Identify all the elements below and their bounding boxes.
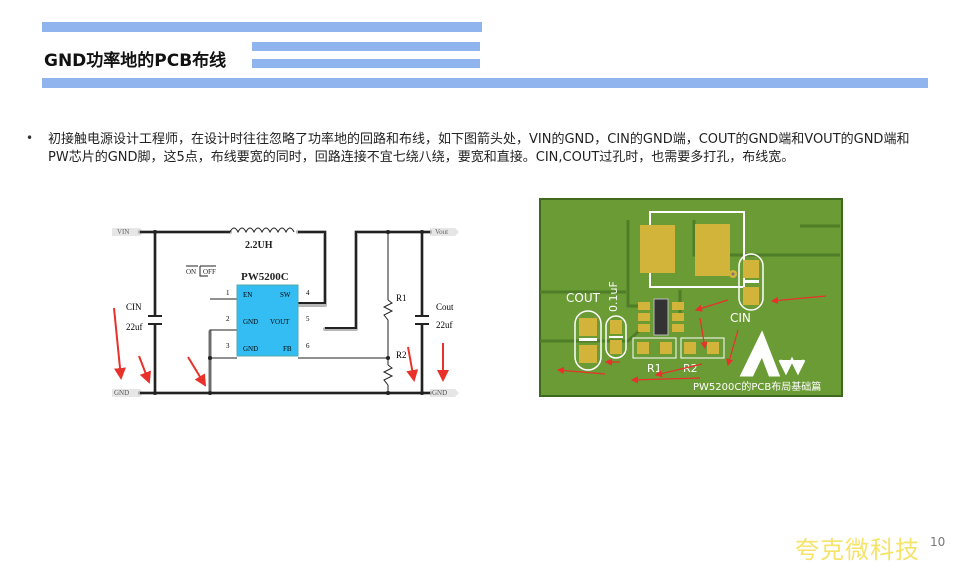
on-label: ON xyxy=(186,268,196,276)
vin-label: VIN xyxy=(117,228,129,236)
pcb-r1-label: R1 xyxy=(647,362,662,375)
pcb-layout-image: COUT 0.1uF CIN R1 R2 PW5200C的PCB布局基础篇 xyxy=(539,198,843,397)
pcb-r2-label: R2 xyxy=(683,362,698,375)
bullet-icon: • xyxy=(26,131,34,145)
pin-name: SW xyxy=(280,291,291,299)
chip-name: PW5200C xyxy=(241,271,289,283)
gnd-left-label: GND xyxy=(114,389,129,397)
pin-name: GND xyxy=(243,345,258,353)
cin-label: CIN xyxy=(126,302,142,312)
cout-label: Cout xyxy=(436,302,454,312)
pin-number: 3 xyxy=(226,342,230,350)
pin-name: FB xyxy=(283,345,292,353)
header-decor-bar xyxy=(42,22,482,32)
pcb-cap-label: 0.1uF xyxy=(607,281,620,312)
cout-value: 22uf xyxy=(436,320,453,330)
vout-label: Vout xyxy=(435,228,448,236)
off-label: OFF xyxy=(203,268,216,276)
chip-body xyxy=(236,284,299,357)
pin-number: 5 xyxy=(306,315,310,323)
pcb-cout-label: COUT xyxy=(566,291,601,305)
pin-number: 6 xyxy=(306,342,310,350)
gnd-right-label: GND xyxy=(432,389,447,397)
r2-label: R2 xyxy=(396,350,407,360)
watermark: 夸克微科技 xyxy=(795,536,920,564)
header-decor-bar xyxy=(252,42,480,51)
vin-port xyxy=(112,228,144,236)
pw-logo xyxy=(739,330,806,377)
pin-number: 2 xyxy=(226,315,230,323)
body-paragraph: 初接触电源设计工程师，在设计时往往忽略了功率地的回路和布线，如下图箭头处，VIN… xyxy=(48,132,910,165)
header-decor-bar xyxy=(252,59,480,68)
inductor-label: 2.2UH xyxy=(245,240,273,251)
slide-title: GND功率地的PCB布线 xyxy=(44,51,227,71)
pin-name: EN xyxy=(243,291,252,299)
cin-value: 22uf xyxy=(126,322,143,332)
schematic-diagram: VIN GND Vout GND xyxy=(112,227,459,397)
pcb-caption: PW5200C的PCB布局基础篇 xyxy=(693,380,821,393)
pin-number: 1 xyxy=(226,289,230,297)
gnd-left-port xyxy=(112,389,144,397)
pin-name: GND xyxy=(243,318,258,326)
arrows xyxy=(113,307,449,387)
vout-port xyxy=(430,228,459,236)
pin-name: VOUT xyxy=(270,318,290,326)
pin-number: 4 xyxy=(306,289,310,297)
pcb-cin-label: CIN xyxy=(730,311,751,325)
gnd-right-port xyxy=(430,389,459,397)
page-number: 10 xyxy=(930,535,946,549)
r1-label: R1 xyxy=(396,293,407,303)
header-decor-bar xyxy=(42,78,928,88)
